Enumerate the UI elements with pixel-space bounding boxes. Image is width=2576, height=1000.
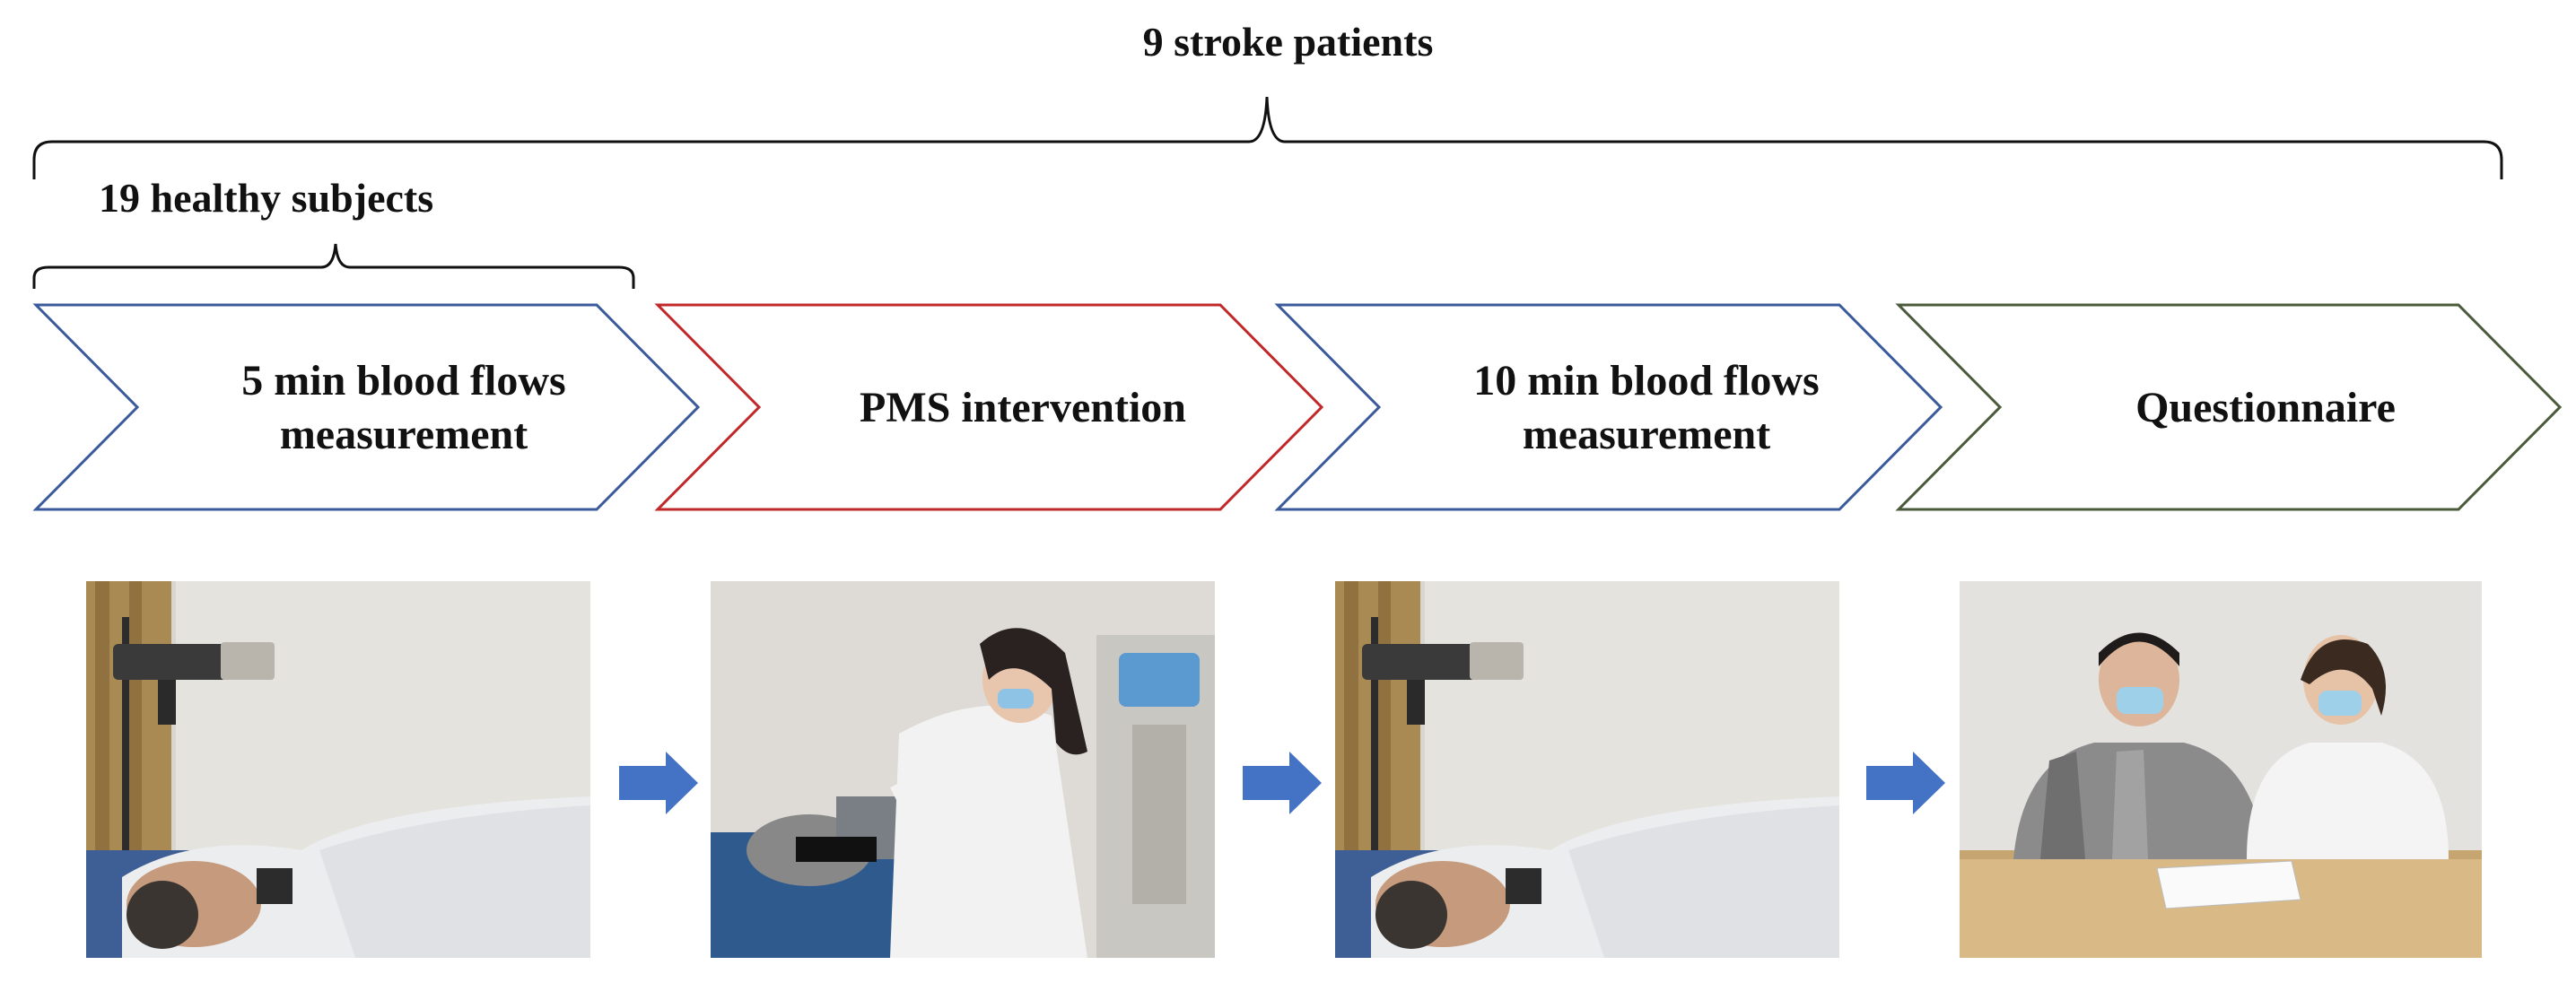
stage-chevron-pms <box>654 303 1324 511</box>
stage-baseline-line1: 5 min blood flows <box>241 357 566 404</box>
stage-chevron-questionnaire <box>1895 303 2563 511</box>
photo-questionnaire <box>1960 581 2482 958</box>
stage-followup-line1: 10 min blood flows <box>1473 357 1820 404</box>
stage-followup-line2: measurement <box>1522 411 1771 458</box>
stage-questionnaire-text: Questionnaire <box>2010 341 2521 475</box>
step-arrow-1-icon <box>619 752 698 814</box>
stroke-patients-brace <box>32 96 2503 179</box>
stage-baseline-text: 5 min blood flows measurement <box>144 341 664 475</box>
stage-questionnaire-line1: Questionnaire <box>2135 384 2396 431</box>
step-arrow-2-icon <box>1243 752 1322 814</box>
photo-followup-measurement <box>1335 581 1839 958</box>
healthy-subjects-label: 19 healthy subjects <box>99 175 434 221</box>
step-arrow-3-icon <box>1866 752 1945 814</box>
stage-chevron-baseline <box>32 303 701 511</box>
photo-baseline-measurement <box>86 581 590 958</box>
stroke-patients-label: 9 stroke patients <box>1142 19 1434 65</box>
stage-baseline-line2: measurement <box>279 411 528 458</box>
stage-chevron-followup <box>1274 303 1943 511</box>
photo-pms-intervention <box>711 581 1215 958</box>
stage-pms-line1: PMS intervention <box>860 384 1186 431</box>
stage-pms-text: PMS intervention <box>763 341 1283 475</box>
healthy-subjects-brace <box>32 243 635 289</box>
stage-followup-text: 10 min blood flows measurement <box>1386 341 1907 475</box>
